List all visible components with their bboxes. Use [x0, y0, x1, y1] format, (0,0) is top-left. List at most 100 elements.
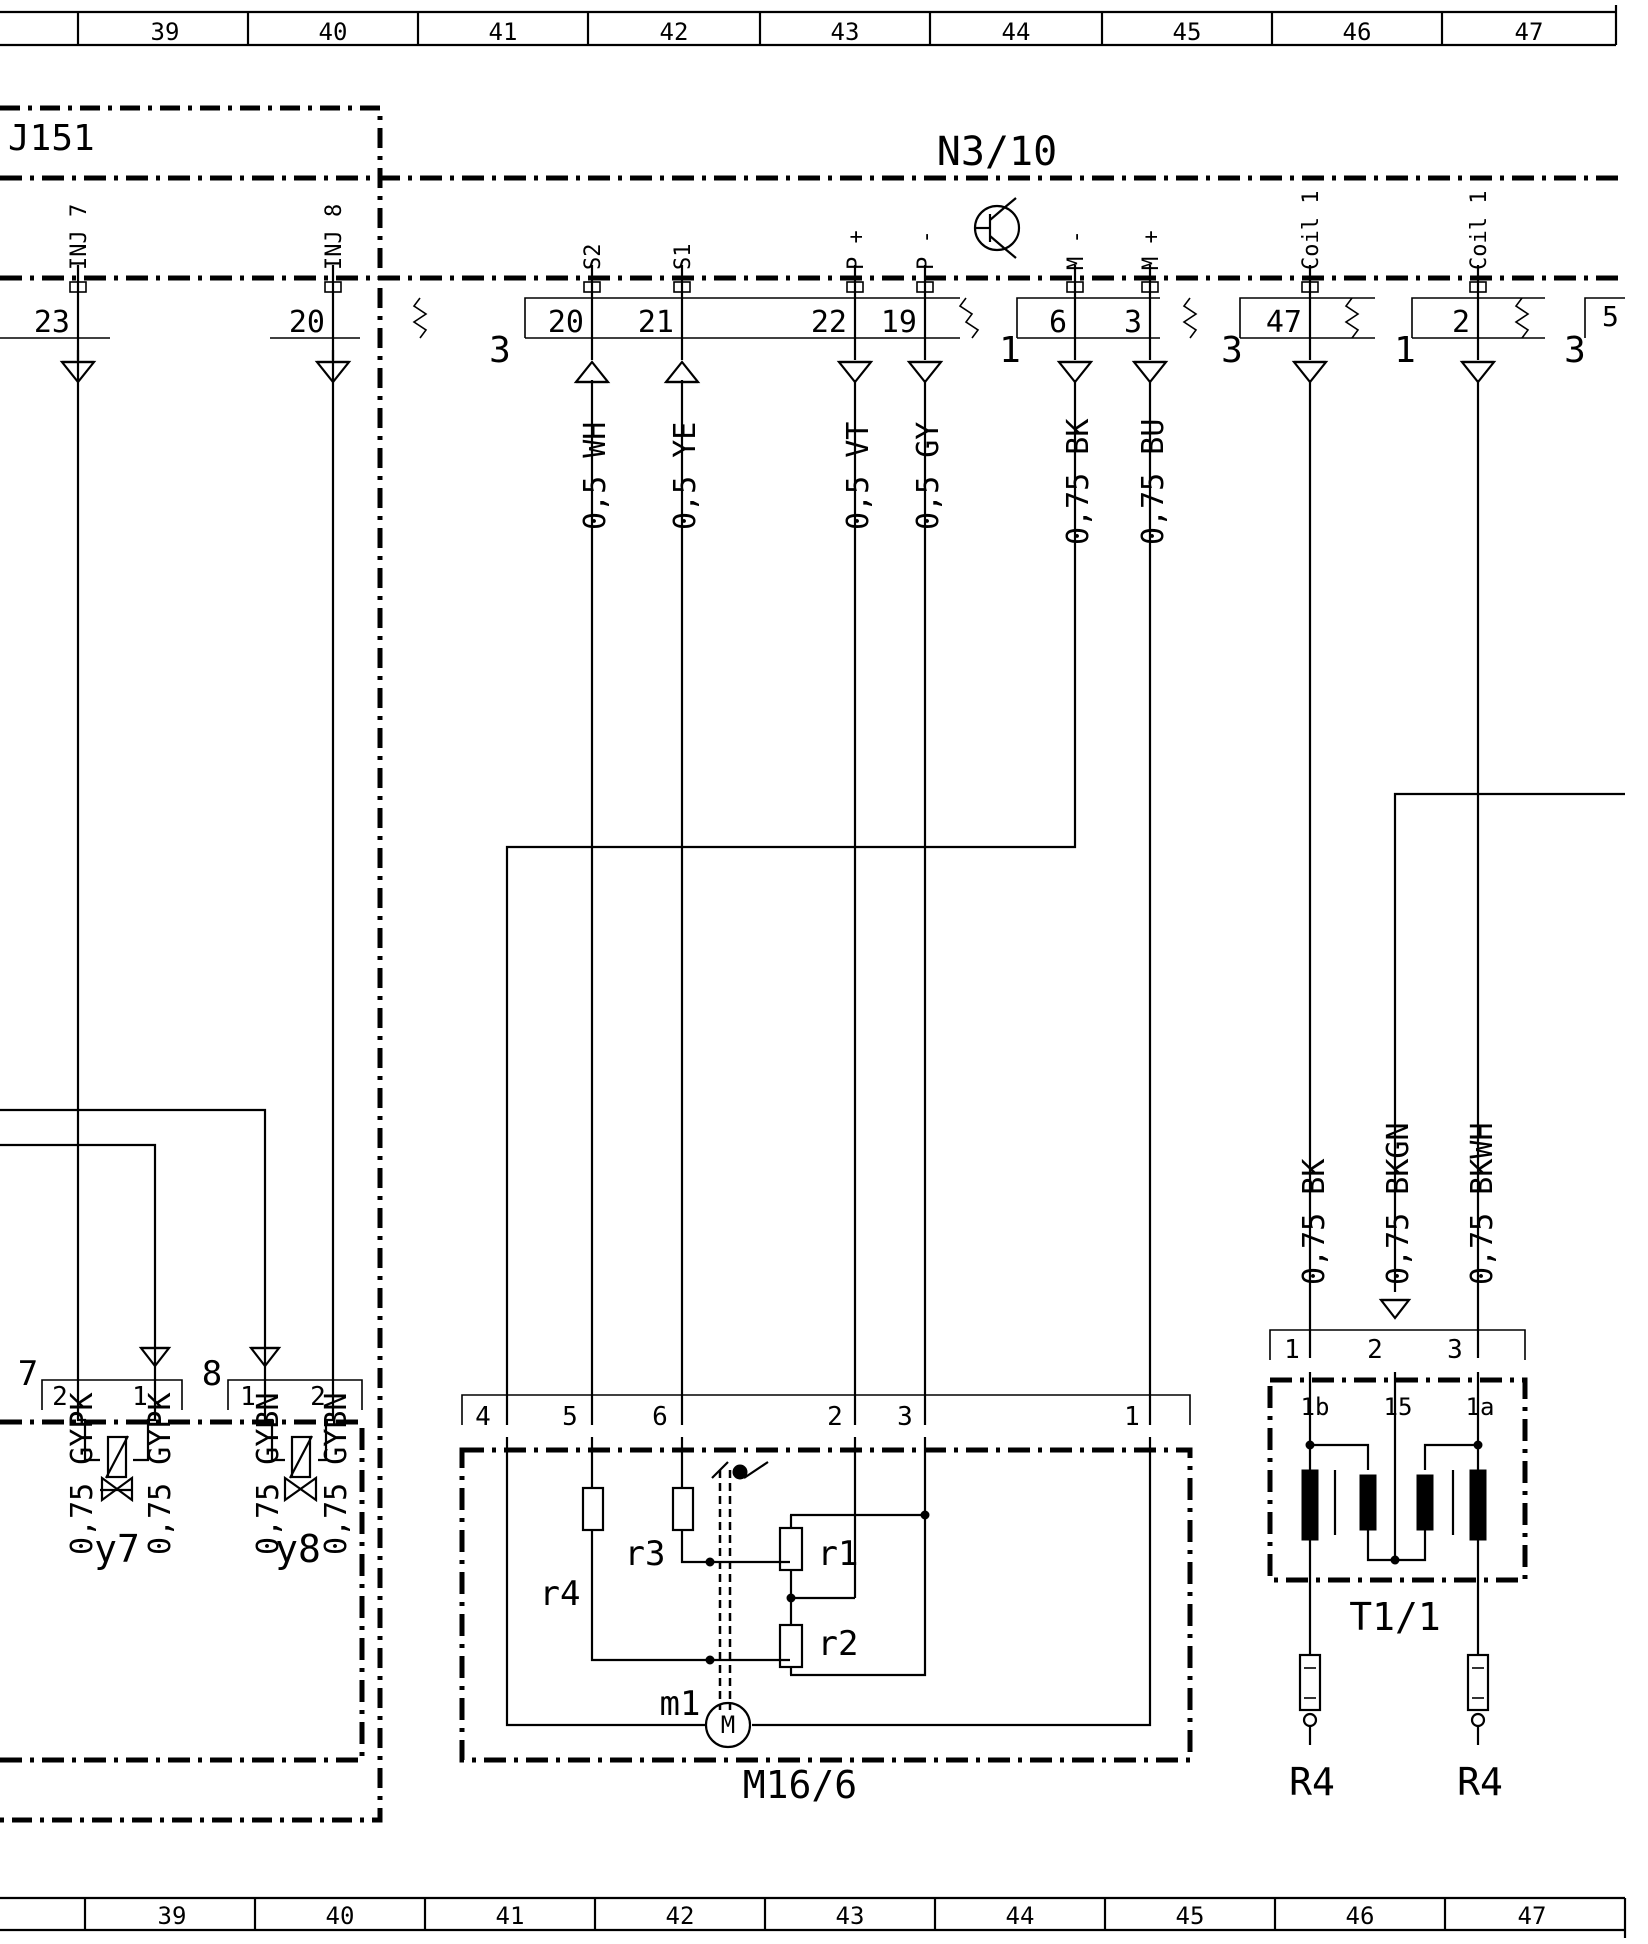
- wire-label-vt: 0,5 VT: [841, 422, 876, 530]
- connector-brackets: 3 1 3 1 3 5: [0, 297, 1625, 371]
- grid-bottom-46: 46: [1346, 1902, 1375, 1930]
- top-grid: 39 40 41 42 43 44 45 46 47: [0, 5, 1618, 47]
- ecu-pin-6: P - 19: [881, 230, 944, 384]
- m16-6-component: 4 5 6 2 3 1 M r4 r3: [459, 1394, 1193, 1807]
- ecu-pin-name: INJ 8: [322, 204, 347, 270]
- grid-top-44: 44: [1002, 18, 1031, 46]
- r4-right-label: R4: [1457, 1760, 1503, 1804]
- valve-y8-pin-2: 2: [310, 1382, 326, 1412]
- label-r1: r1: [818, 1534, 859, 1574]
- pin-arrow-icon: [573, 360, 611, 384]
- valve-y7: 7 2 1 y7: [18, 1354, 183, 1571]
- lower-arrows: [138, 1298, 1412, 1368]
- wire-label-gypk-2: 0,75 GYPK: [143, 1392, 178, 1555]
- grid-top-47: 47: [1515, 18, 1544, 46]
- j151-boundary: J151: [0, 105, 383, 1823]
- grid-bottom-44: 44: [1006, 1902, 1035, 1930]
- motor-symbol: M: [721, 1711, 735, 1739]
- grid-bottom-42: 42: [666, 1902, 695, 1930]
- group-label-1b: 1: [1394, 330, 1416, 371]
- pin-arrow-icon: [906, 360, 944, 384]
- wire-label-gy: 0,5 GY: [911, 422, 946, 530]
- wire-label-gybn-2: 0,75 GYBN: [319, 1392, 354, 1555]
- t1-pin-2: 2: [1367, 1335, 1383, 1365]
- bottom-grid: 39 40 41 42 43 44 45 46 47: [0, 1896, 1627, 1938]
- group-label-3c: 3: [1564, 330, 1586, 371]
- grid-top-39: 39: [151, 18, 180, 46]
- valve-y7-pin-1: 1: [132, 1382, 148, 1412]
- m16-pin-3: 3: [897, 1402, 913, 1432]
- wire-labels: 0,5 WH 0,5 YE 0,5 VT 0,5 GY 0,75 BK 0,75…: [65, 419, 1500, 1555]
- ecu-pin-name: P +: [844, 230, 869, 270]
- grid-top-41: 41: [489, 18, 518, 46]
- pin-arrow-icon: [1131, 360, 1169, 384]
- wire-label-t-bk: 0,75 BK: [1297, 1159, 1332, 1285]
- label-m1: m1: [660, 1684, 701, 1724]
- ecu-pin-number: 22: [811, 305, 847, 340]
- group-label-3b: 3: [1221, 330, 1243, 371]
- grid-bottom-40: 40: [326, 1902, 355, 1930]
- t1-1-component: 1 2 3 1b 15 1a T1/1: [1267, 1329, 1528, 1804]
- m16-pin-1: 1: [1124, 1402, 1140, 1432]
- label-r2: r2: [818, 1624, 859, 1664]
- j151-label: J151: [8, 118, 95, 159]
- grid-bottom-47: 47: [1518, 1902, 1547, 1930]
- m16-6-label: M16/6: [743, 1763, 857, 1807]
- pin-arrow-icon: [1291, 360, 1329, 384]
- ecu-pin-name: Coil 1: [1467, 191, 1492, 270]
- ecu-pin-5: P + 22: [811, 230, 874, 384]
- valve-y7-group: 7: [18, 1354, 38, 1394]
- grid-top-46: 46: [1343, 18, 1372, 46]
- ecu-pin-name: M -: [1064, 230, 1089, 270]
- ecu-pin-number: 20: [548, 305, 584, 340]
- group-label-1a: 1: [999, 330, 1021, 371]
- m16-pin-6: 6: [652, 1402, 668, 1432]
- spark-plug-right-icon: [1466, 1590, 1490, 1745]
- motor-icon: [704, 1701, 752, 1749]
- ecu-pin-number: 23: [34, 305, 70, 340]
- valve-y7-label: y7: [94, 1527, 140, 1571]
- valve-y8-label: y8: [275, 1527, 321, 1571]
- pin-arrow-icon: [1459, 360, 1497, 384]
- n3-10-label: N3/10: [937, 129, 1057, 175]
- ecu-pin-number: 19: [881, 305, 917, 340]
- wire-label-bk: 0,75 BK: [1061, 419, 1096, 545]
- ecu-pin-name: S2: [581, 244, 606, 271]
- t1-1-label: T1/1: [1349, 1595, 1441, 1639]
- grid-bottom-45: 45: [1176, 1902, 1205, 1930]
- grid-top-43: 43: [831, 18, 860, 46]
- ecu-pin-9: Coil 147: [1266, 191, 1329, 384]
- grid-top-45: 45: [1173, 18, 1202, 46]
- pin-arrow-icon: [836, 360, 874, 384]
- wire-label-bu: 0,75 BU: [1136, 419, 1171, 545]
- pin-arrow-icon: [1056, 360, 1094, 384]
- wire-label-t-bkwh: 0,75 BKWH: [1465, 1122, 1500, 1285]
- wire-label-wh: 0,5 WH: [578, 422, 613, 530]
- wire-label-t-bkgn: 0,75 BKGN: [1381, 1122, 1416, 1285]
- m16-pin-4: 4: [475, 1402, 491, 1432]
- ecu-pin-name: Coil 1: [1299, 191, 1324, 270]
- ecu-pin-8: M +3: [1124, 230, 1169, 384]
- t1-pin-3: 3: [1447, 1335, 1463, 1365]
- ecu-pin-number: 6: [1049, 305, 1067, 340]
- connector-arrow-icon: [1378, 1298, 1412, 1320]
- wires: [0, 350, 1625, 1425]
- t1-terminal-1a: 1a: [1466, 1393, 1495, 1421]
- wire-label-ye: 0,5 YE: [668, 422, 703, 530]
- ecu-pin-name: P -: [914, 230, 939, 270]
- valve-y8-pin-1: 1: [240, 1382, 256, 1412]
- ecu-pin-name: INJ 7: [67, 204, 92, 270]
- t1-terminal-1b: 1b: [1301, 1393, 1330, 1421]
- ecu-pin-7: M - 6: [1049, 230, 1094, 384]
- group-label-3a: 3: [489, 330, 511, 371]
- group-label-5: 5: [1602, 300, 1619, 333]
- transistor-icon: [973, 197, 1021, 259]
- t1-terminal-15: 15: [1384, 1393, 1413, 1421]
- ecu-pin-number: 20: [289, 305, 325, 340]
- ecu-pin-3: S2 20: [548, 244, 611, 384]
- grid-bottom-43: 43: [836, 1902, 865, 1930]
- t1-pin-1: 1: [1284, 1335, 1300, 1365]
- ecu-pin-1: INJ 7 23: [34, 204, 97, 384]
